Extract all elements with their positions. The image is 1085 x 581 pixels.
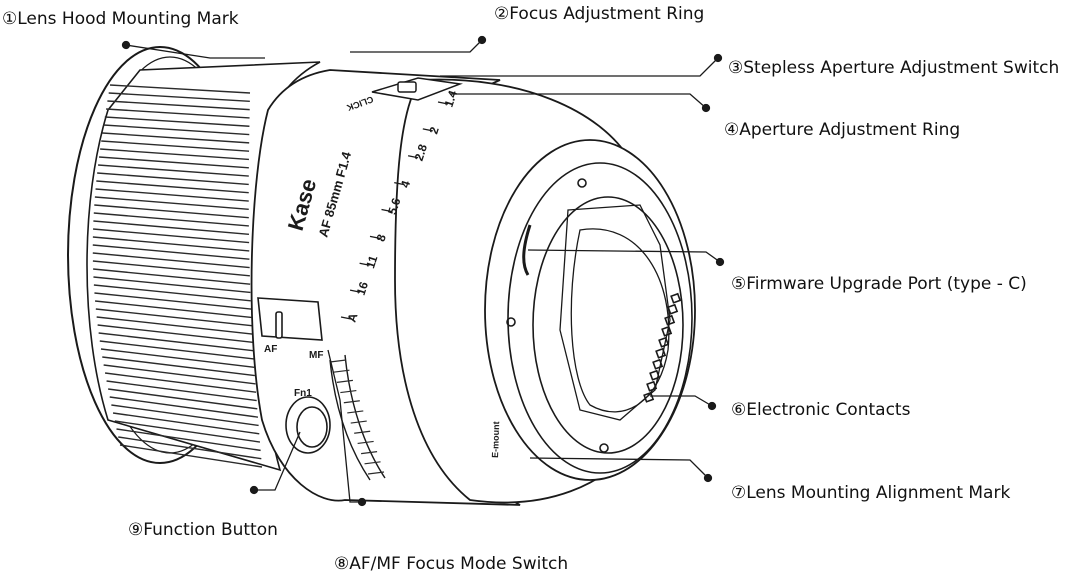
aperture-scale-tick — [394, 181, 405, 186]
aperture-scale-tick — [349, 289, 361, 293]
aperture-scale-value: 4 — [398, 179, 413, 190]
bayonet-mount — [506, 162, 693, 474]
fn-text: Fn1 — [294, 388, 312, 399]
callout-lens-mounting-alignment-mark: ⑦Lens Mounting Alignment Mark — [731, 483, 1011, 503]
callout-aperture-adjustment-ring: ④Aperture Adjustment Ring — [724, 120, 961, 140]
callout-lens-hood-mounting-mark: ①Lens Hood Mounting Mark — [2, 9, 239, 29]
callout-electronic-contacts: ⑥Electronic Contacts — [731, 400, 911, 420]
aperture-scale-tick — [407, 155, 419, 159]
aperture-scale-tick — [340, 316, 352, 320]
mount-text: E-mount — [490, 421, 501, 458]
contact-pin — [664, 314, 676, 326]
callout-focus-adjustment-ring: ②Focus Adjustment Ring — [494, 4, 705, 24]
aperture-scale-tick — [381, 208, 392, 213]
af-text: AF — [264, 344, 277, 355]
contact-pin — [649, 369, 661, 381]
callout-function-button: ⑨Function Button — [128, 520, 278, 540]
contact-pin — [646, 380, 658, 392]
contact-pin — [652, 358, 664, 370]
aperture-scale-value: 8 — [374, 232, 389, 243]
contact-pin — [670, 292, 682, 304]
callout-stepless-aperture-switch: ③Stepless Aperture Adjustment Switch — [728, 58, 1060, 78]
focus-ring — [86, 61, 321, 472]
stepless-aperture-switch[interactable] — [371, 77, 463, 101]
aperture-scale-value: 11 — [363, 253, 380, 270]
aperture-ring — [329, 354, 386, 481]
mf-text: MF — [309, 350, 323, 361]
aperture-scale-tick — [369, 235, 381, 240]
fn1-button[interactable] — [285, 396, 331, 454]
aperture-scale-tick — [422, 128, 433, 132]
callout-af-mf-focus-mode-switch: ⑧AF/MF Focus Mode Switch — [334, 554, 569, 574]
leader-lines — [121, 35, 725, 507]
contact-pin — [661, 325, 673, 337]
callout-firmware-upgrade-port: ⑤Firmware Upgrade Port (type - C) — [731, 274, 1027, 294]
aperture-scale-tick — [359, 262, 370, 266]
contact-pin — [658, 336, 670, 348]
rear-barrel — [394, 78, 696, 504]
af-mf-switch[interactable] — [257, 297, 323, 341]
contact-pin — [667, 303, 679, 315]
aperture-scale-value: 16 — [354, 280, 372, 297]
aperture-scale-tick — [437, 101, 449, 105]
aperture-scale-value: 2 — [426, 125, 441, 136]
contact-pin — [655, 347, 667, 359]
